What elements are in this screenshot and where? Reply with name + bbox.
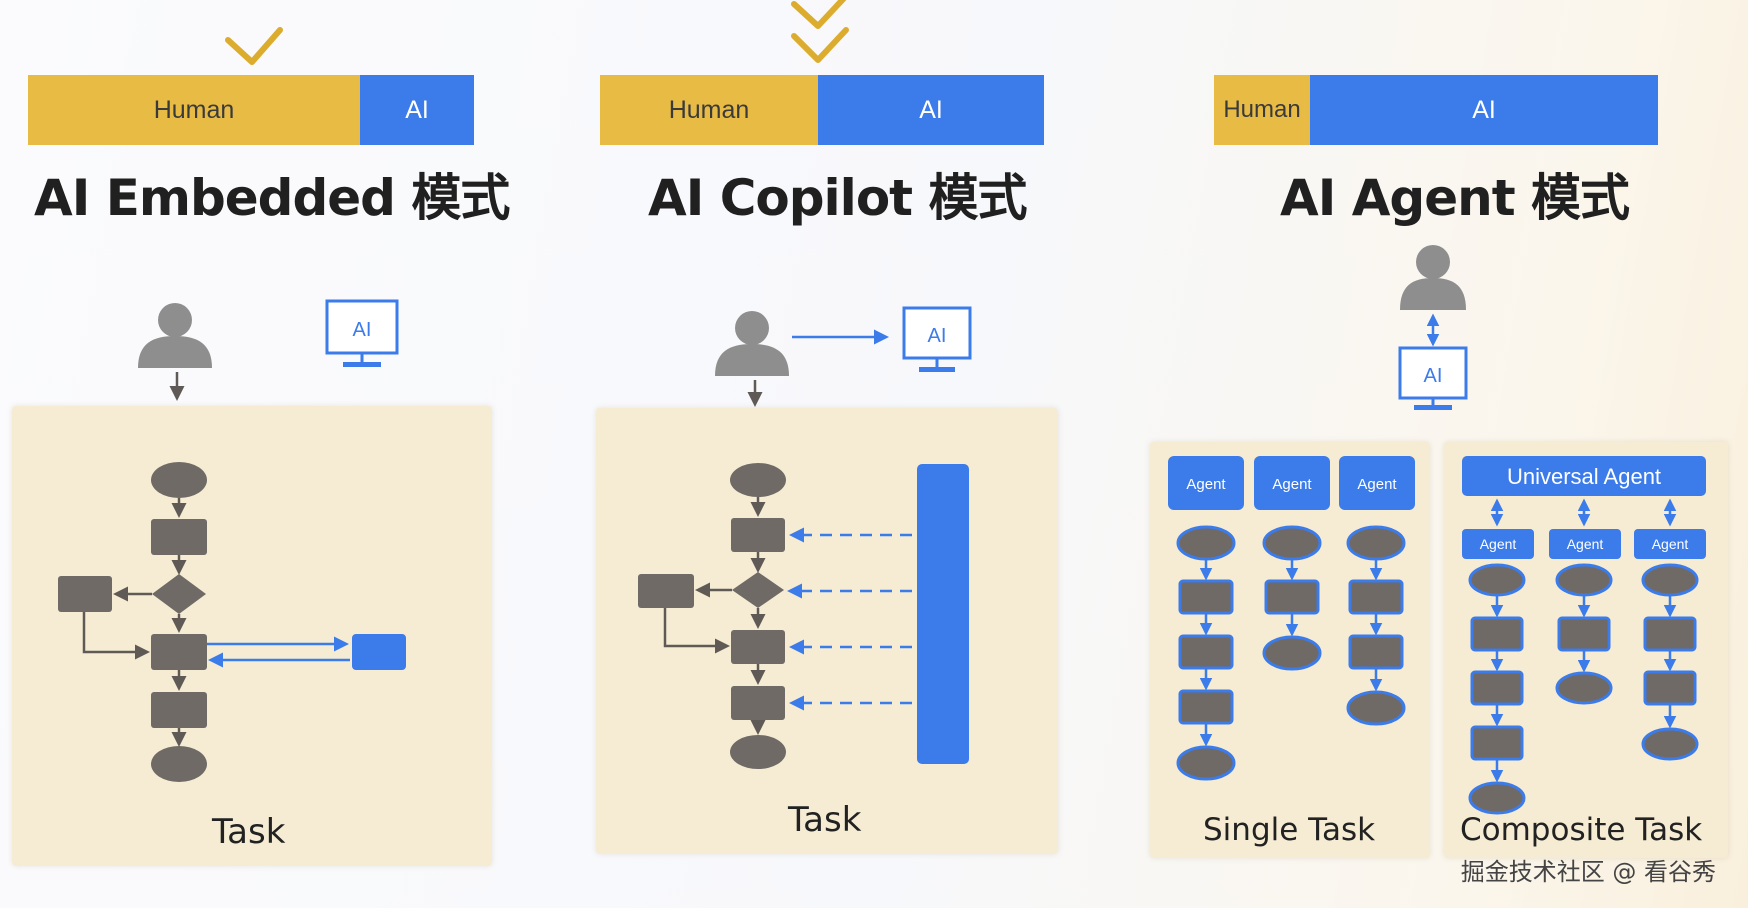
- human-ai-ratio-bar-copilot: Human AI: [600, 75, 1044, 145]
- ai-segment: AI: [360, 75, 474, 145]
- ai-monitor-icon: [902, 306, 972, 372]
- ai-segment: AI: [1310, 75, 1658, 145]
- ai-icon-label: AI: [353, 319, 372, 341]
- title-copilot: AI Copilot 模式: [648, 169, 1027, 227]
- human-ai-ratio-bar-agent: Human AI: [1214, 75, 1658, 145]
- agent-label: Agent: [1567, 536, 1604, 552]
- ai-segment: AI: [818, 75, 1044, 145]
- person-icon: [138, 303, 212, 368]
- universal-agent-box: [1462, 456, 1706, 496]
- ai-monitor-icon: [1398, 346, 1468, 410]
- agent-label: Agent: [1186, 476, 1226, 493]
- composite-agent-boxes: [1462, 529, 1706, 559]
- single-task-label: Single Task: [1203, 812, 1376, 848]
- human-ai-ratio-bar-embedded: Human AI: [28, 75, 474, 145]
- human-segment: Human: [1214, 75, 1310, 145]
- agent-label: Agent: [1272, 476, 1312, 493]
- ai-block: [352, 634, 406, 670]
- flowchart-embedded: [58, 462, 207, 782]
- flowchart-copilot: [638, 463, 786, 769]
- task-panel-embedded: [12, 406, 492, 866]
- person-icon: [1400, 245, 1466, 310]
- composite-task-label: Composite Task: [1460, 812, 1703, 848]
- composite-task-flows: [1468, 563, 1699, 815]
- agent-label: Agent: [1357, 476, 1397, 493]
- ai-monitor-icon: [325, 299, 399, 367]
- agent-label: Agent: [1480, 536, 1517, 552]
- task-label-embedded: Task: [212, 812, 286, 852]
- ai-icon-label: AI: [1424, 365, 1443, 387]
- ai-icon-label: AI: [928, 325, 947, 347]
- universal-agent-label: Universal Agent: [1507, 464, 1661, 489]
- title-embedded: AI Embedded 模式: [34, 169, 510, 227]
- human-segment: Human: [600, 75, 818, 145]
- agent-label: Agent: [1652, 536, 1689, 552]
- ai-copilot-block: [917, 464, 969, 764]
- human-segment: Human: [28, 75, 360, 145]
- person-icon: [715, 311, 789, 376]
- single-task-flows: [1176, 525, 1406, 781]
- task-label-copilot: Task: [788, 800, 862, 840]
- title-agent: AI Agent 模式: [1280, 169, 1630, 227]
- watermark: 掘金技术社区 @ 看谷秀: [1460, 858, 1716, 886]
- task-panel-copilot: [596, 408, 1058, 854]
- single-task-agent-boxes: [1168, 456, 1415, 510]
